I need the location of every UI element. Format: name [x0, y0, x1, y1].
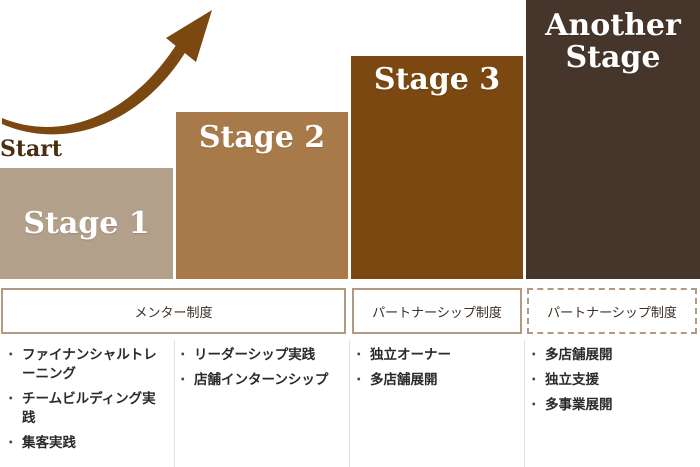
growth-arrow-shaft [2, 42, 188, 135]
list-item: 多事業展開 [527, 396, 696, 415]
stage-3-feature-list: 独立オーナー 多店舗展開 [352, 346, 521, 396]
another-stage-block: Another Stage [526, 0, 700, 279]
stage-2-feature-list: リーダーシップ実践 店舗インターンシップ [176, 346, 345, 396]
list-item: チームビルディング実践 [4, 390, 168, 428]
growth-arrow-head [166, 10, 212, 62]
list-item: リーダーシップ実践 [176, 346, 345, 365]
list-item: 多店舗展開 [352, 371, 521, 390]
stage-2-block: Stage 2 [176, 112, 348, 279]
another-stage-feature-list: 多店舗展開 独立支援 多事業展開 [527, 346, 696, 421]
stage-1-feature-list: ファイナンシャルトレーニング チームビルディング実践 集客実践 [4, 346, 168, 459]
list-item: ファイナンシャルトレーニング [4, 346, 168, 384]
list-item: 店舗インターンシップ [176, 371, 345, 390]
column-divider [524, 340, 525, 467]
list-item: 多店舗展開 [527, 346, 696, 365]
column-divider [349, 340, 350, 467]
stage-2-label: Stage 2 [198, 120, 326, 155]
stage-1-label: Stage 1 [23, 205, 150, 241]
stage-3-label: Stage 3 [373, 62, 501, 97]
list-item: 独立支援 [527, 371, 696, 390]
column-divider [174, 340, 175, 467]
list-item: 集客実践 [4, 434, 168, 453]
list-item: 独立オーナー [352, 346, 521, 365]
stage-3-block: Stage 3 [351, 56, 523, 279]
mentor-program-box: メンター制度 [1, 288, 346, 334]
partnership-program-box-dashed: パートナーシップ制度 [527, 288, 697, 334]
start-label: Start [0, 136, 63, 162]
partnership-program-box: パートナーシップ制度 [352, 288, 522, 334]
another-stage-label-line2: Stage [565, 40, 661, 76]
stage-1-block: Stage 1 [0, 168, 173, 279]
another-stage-label: Another Stage [545, 8, 681, 76]
growth-arrow-icon [2, 10, 212, 135]
another-stage-label-line1: Another [545, 8, 681, 43]
